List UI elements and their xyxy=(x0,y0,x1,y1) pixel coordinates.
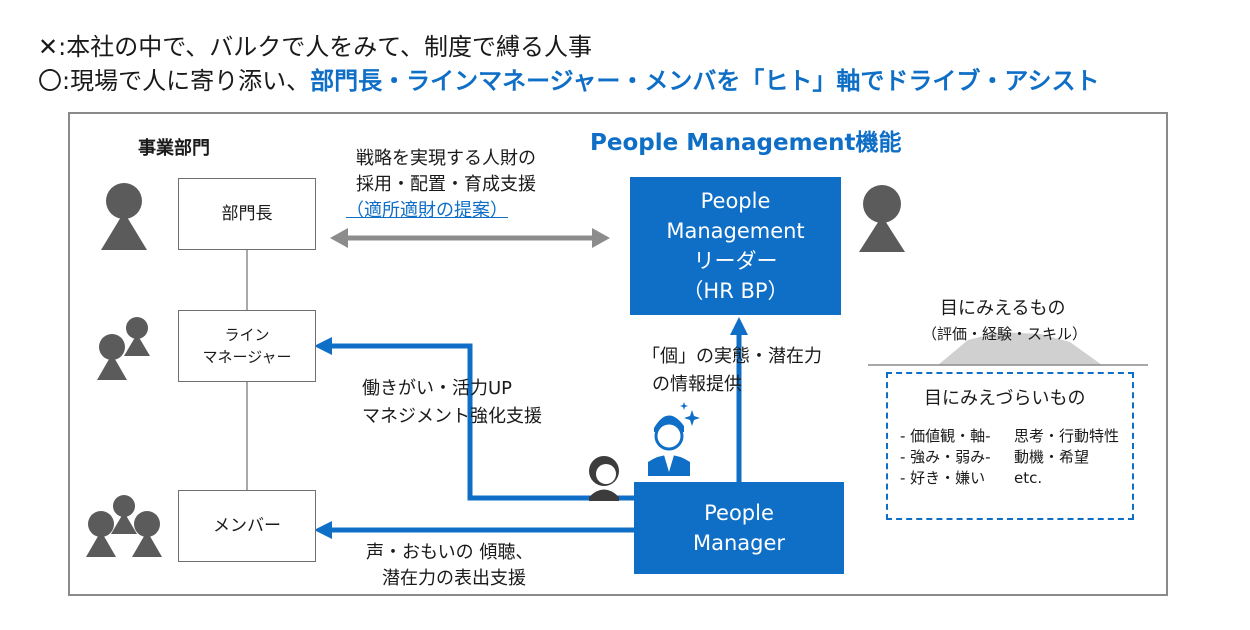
member-box: メンバー xyxy=(178,490,316,562)
visible-title: 目にみえるもの xyxy=(940,298,1066,319)
woman-icon xyxy=(589,456,619,501)
support-arrow-to-member xyxy=(314,521,634,539)
member-label: メンバー xyxy=(213,516,281,536)
hidden-row1-right: 思考・行動特性 xyxy=(1014,427,1120,445)
line-manager-people-icon xyxy=(97,317,150,380)
hrbp-person-icon xyxy=(859,185,905,252)
pm-leader-label-1: People xyxy=(700,189,771,213)
hidden-row2-left: - 強み・弱み- xyxy=(900,448,991,466)
people-manager-box: People Manager xyxy=(634,482,844,574)
pm-leader-label-2: Management xyxy=(666,219,805,243)
support-arrow-to-line-manager xyxy=(314,337,634,501)
strategy-label-2: 採用・配置・育成支援 xyxy=(356,174,536,195)
hidden-row2-right: 動機・希望 xyxy=(1014,448,1090,466)
dept-section-title: 事業部門 xyxy=(138,138,210,159)
header-line-2-highlight: 部門長・ラインマネージャー・メンバを「ヒト」軸でドライブ・アシスト xyxy=(310,67,1100,95)
visible-items: （評価・経験・スキル） xyxy=(922,325,1088,343)
pm-leader-box: People Management リーダー （HR BP） xyxy=(630,177,841,315)
businessman-icon xyxy=(648,402,700,476)
info-label-1: 「個」の実態・潜在力 xyxy=(642,346,822,367)
line-manager-box: ライン マネージャー xyxy=(178,310,316,382)
hidden-title: 目にみえづらいもの xyxy=(924,388,1086,409)
dept-head-label: 部門長 xyxy=(221,204,273,224)
iceberg-shape xyxy=(868,332,1148,366)
line-manager-label-2: マネージャー xyxy=(202,348,292,366)
pm-leader-label-4: （HR BP） xyxy=(682,279,789,303)
people-manager-label-2: Manager xyxy=(692,531,786,555)
hidden-row1-left: - 価値観・軸- xyxy=(900,427,991,445)
lm-support-label-2: マネジメント強化支援 xyxy=(362,406,542,427)
strategy-label-1: 戦略を実現する人財の xyxy=(356,148,536,169)
pm-leader-label-3: リーダー xyxy=(693,249,778,273)
header-line-2-prefix: :現場で人に寄り添い、 xyxy=(62,67,311,95)
circle-mark: 〇 xyxy=(38,67,62,95)
hidden-row3-left: - 好き・嫌い xyxy=(900,469,986,487)
pm-section-title: People Management機能 xyxy=(590,130,902,156)
member-support-label-2: 潜在力の表出支援 xyxy=(382,568,526,589)
member-people-icon xyxy=(86,495,162,557)
info-arrow-to-leader xyxy=(730,317,748,482)
member-support-label-1: 声・おもいの 傾聴、 xyxy=(366,542,534,563)
header-line-2: 〇:現場で人に寄り添い、部門長・ラインマネージャー・メンバを「ヒト」軸でドライブ… xyxy=(38,66,1099,96)
info-label-2: の情報提供 xyxy=(652,374,742,395)
header-line-1: ✕:本社の中で、バルクで人をみて、制度で縛る人事 xyxy=(38,32,592,62)
lm-support-label-1: 働きがい・活力UP xyxy=(362,378,513,399)
cross-mark: ✕ xyxy=(38,33,59,61)
strategy-label-3: （適所適財の提案） xyxy=(346,200,508,221)
hidden-row3-right: etc. xyxy=(1014,469,1043,487)
header-line-1-text: :本社の中で、バルクで人をみて、制度で縛る人事 xyxy=(58,33,593,61)
hidden-traits-box: 目にみえづらいもの - 価値観・軸- 思考・行動特性 - 強み・弱み- 動機・希… xyxy=(886,372,1134,520)
line-manager-label-1: ライン xyxy=(224,326,270,344)
dept-head-box: 部門長 xyxy=(178,178,316,250)
people-manager-label-1: People xyxy=(704,501,774,525)
dept-head-person-icon xyxy=(101,183,147,250)
strategy-double-arrow xyxy=(330,228,610,248)
